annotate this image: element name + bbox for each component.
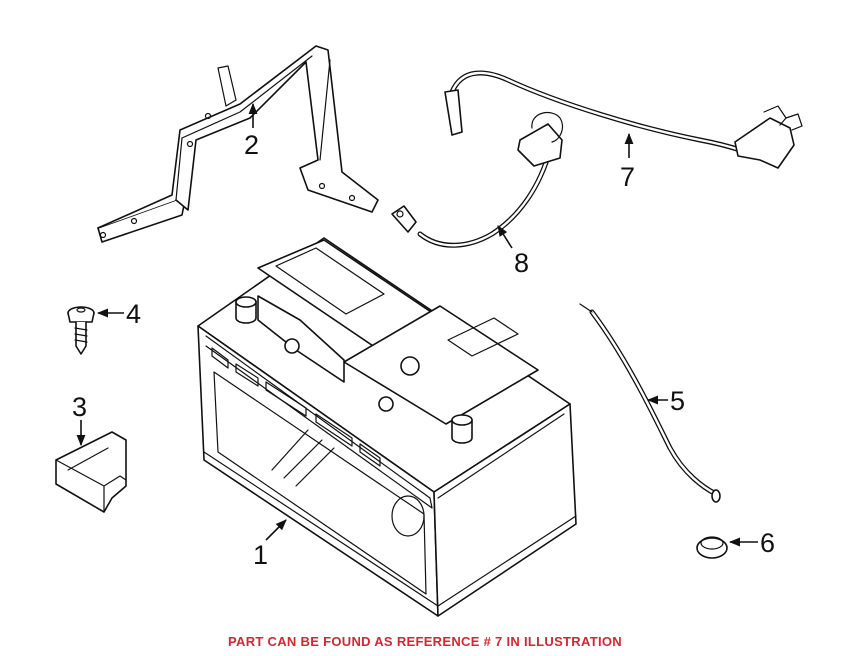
battery-part [197, 237, 577, 617]
callout-7: 7 [620, 162, 635, 192]
callout-2: 2 [244, 130, 259, 160]
battery-bracket-part [97, 45, 379, 243]
terminal-cover-part [55, 431, 127, 513]
callout-8: 8 [514, 248, 529, 278]
positive-cable-part [444, 70, 803, 169]
leader-8 [497, 225, 513, 249]
callout-4: 4 [126, 299, 141, 329]
leader-1 [265, 519, 287, 541]
screw-part [67, 306, 95, 355]
grommet-part [696, 536, 728, 559]
reference-note: PART CAN BE FOUND AS REFERENCE # 7 IN IL… [228, 634, 622, 649]
callout-labels: 1 2 3 4 5 6 7 8 [72, 130, 775, 570]
leader-lines [76, 102, 758, 547]
callout-3: 3 [72, 392, 87, 422]
ground-cable-part [391, 111, 564, 248]
callout-5: 5 [670, 386, 685, 416]
vent-hose-part [579, 303, 721, 503]
callout-1: 1 [253, 540, 268, 570]
callout-6: 6 [760, 528, 775, 558]
